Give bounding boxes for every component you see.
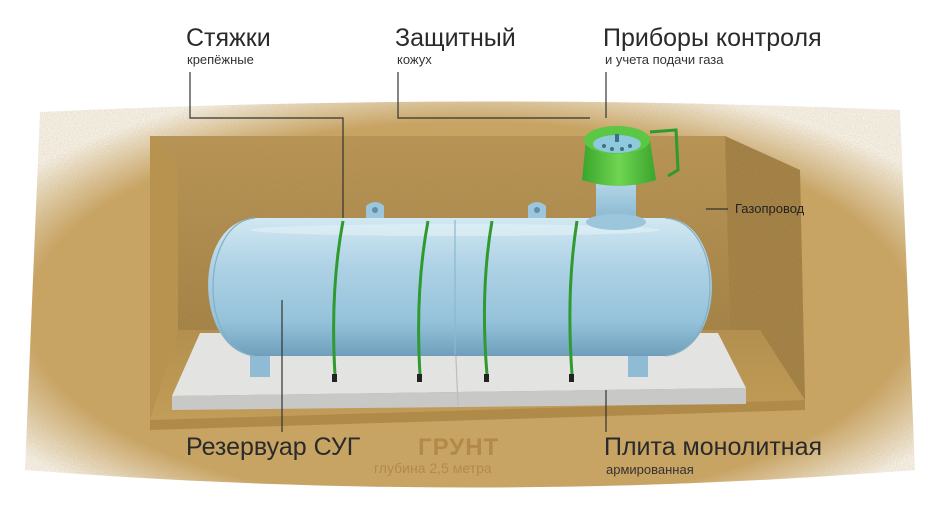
- ground-title: ГРУНТ: [418, 434, 500, 461]
- instruments-title: Приборы контроля: [603, 24, 822, 52]
- tank-label: Резервуар СУГ: [186, 433, 361, 461]
- protective-cover-icon: [582, 126, 680, 186]
- instruments-subtitle: и учета подачи газа: [605, 52, 724, 67]
- straps-subtitle: крепёжные: [187, 52, 254, 67]
- slab-title: Плита монолитная: [604, 433, 823, 461]
- straps-title: Стяжки: [186, 24, 271, 52]
- cover-subtitle: кожух: [397, 52, 432, 67]
- leader-cover: [397, 72, 590, 119]
- ground-subtitle: глубина 2,5 метра: [374, 460, 492, 476]
- mounting-strap-icon: [332, 220, 579, 376]
- pipeline-label: Газопровод: [735, 201, 805, 216]
- tank-feet: [250, 350, 648, 377]
- leader-straps: [189, 72, 344, 218]
- cover-title: Защитный: [395, 24, 516, 52]
- slab-subtitle: армированная: [606, 462, 694, 477]
- leader-lines: [189, 72, 728, 432]
- strap-anchors: [332, 374, 574, 382]
